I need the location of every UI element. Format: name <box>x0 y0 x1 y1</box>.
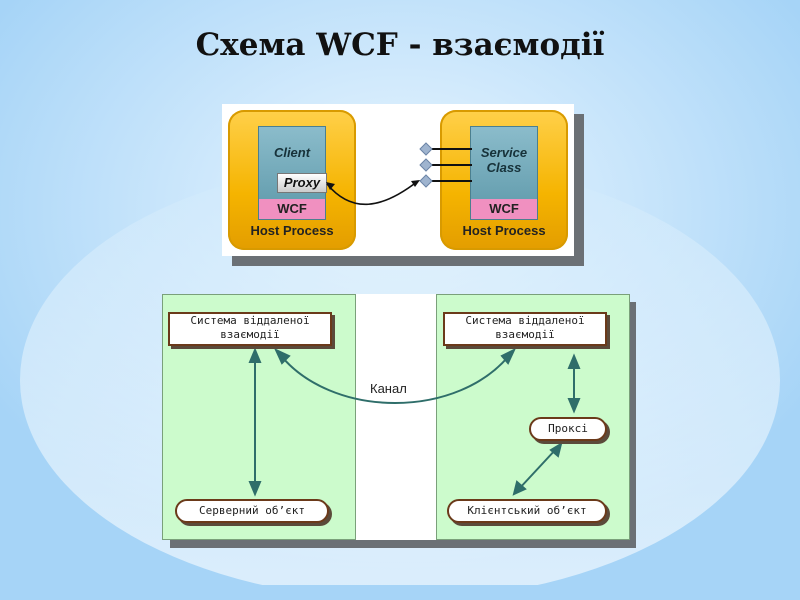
wcf-layer: WCF <box>259 199 325 219</box>
page-title: Схема WCF - взаємодії <box>195 27 605 63</box>
endpoint-connections <box>326 142 472 206</box>
endpoint-icon <box>419 174 433 188</box>
wcf-layer: WCF <box>471 199 537 219</box>
system-line1: Система віддаленої <box>190 314 310 327</box>
proxy-box: Проксі <box>529 417 607 441</box>
host-process-label: Host Process <box>250 223 334 238</box>
host-process-label: Host Process <box>462 223 546 238</box>
service-label-line2: Class <box>486 160 522 175</box>
left-host-process: Client Proxy WCF Host Process <box>228 110 356 250</box>
endpoint-icon <box>419 142 433 156</box>
system-line1: Система віддаленої <box>465 314 585 327</box>
system-line2: взаємодії <box>220 328 280 341</box>
service-label-line1: Service <box>480 145 528 160</box>
channel-label: Канал <box>370 381 407 396</box>
system-line2: взаємодії <box>495 328 555 341</box>
server-remote-system-box: Система віддаленої взаємодії <box>168 312 332 346</box>
endpoint-icon <box>419 158 433 172</box>
proxy-client-object-arrow <box>517 447 558 491</box>
top-diagram: Client Proxy WCF Host Process Service Cl… <box>222 104 574 256</box>
client-remote-system-box: Система віддаленої взаємодії <box>443 312 607 346</box>
client-label: Client <box>273 145 311 160</box>
service-class-label: Service Class <box>471 145 537 175</box>
channel-arrow <box>277 351 513 404</box>
client-block: Client Proxy WCF <box>258 126 327 220</box>
service-class-block: Service Class WCF <box>470 126 538 220</box>
server-object-box: Серверний об’єкт <box>175 499 329 523</box>
proxy-endpoint-arrow <box>326 180 419 206</box>
proxy-block: Proxy <box>277 173 327 193</box>
client-object-box: Клієнтський об’єкт <box>447 499 607 523</box>
